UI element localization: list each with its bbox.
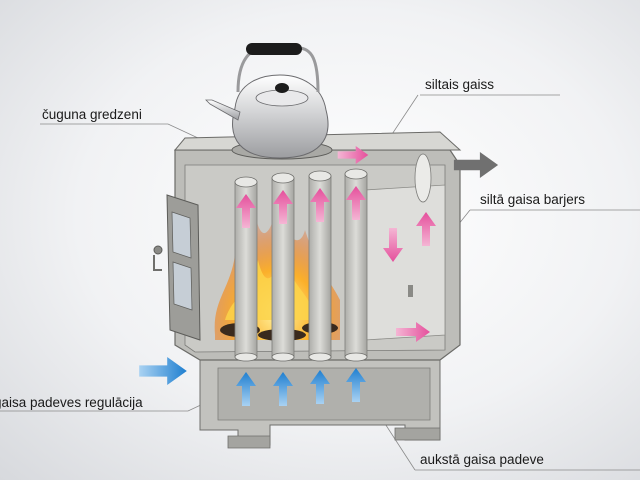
label-warm-air: siltais gaiss: [425, 77, 495, 92]
label-cold-air-intake: aukstā gaisa padeve: [420, 452, 544, 467]
label-warm-air-barrier: siltā gaisa barjers: [480, 192, 586, 207]
label-cast-iron-rings: čuguna gredzeni: [42, 107, 142, 122]
stove-base: [199, 359, 441, 449]
blue-arrow-icon: [139, 357, 187, 385]
kettle-icon: [205, 43, 329, 159]
side-door: [153, 194, 201, 341]
label-air-intake-regulation: gaisa padeves regulācija: [0, 395, 143, 410]
heat-tubes: [234, 168, 368, 362]
